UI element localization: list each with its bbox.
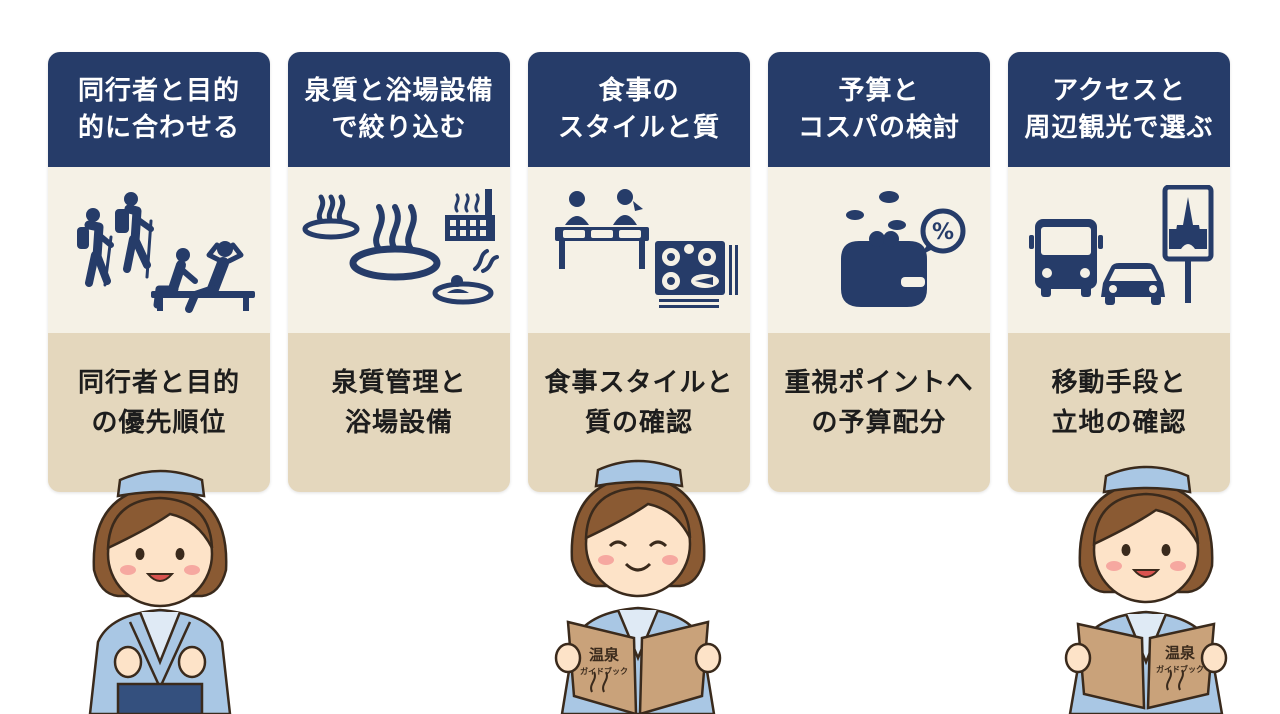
card-access: アクセスと 周辺観光で選ぶ xyxy=(1008,52,1230,492)
card-title: 泉質と浴場設備 で絞り込む xyxy=(288,52,510,167)
card-summary: 泉質管理と 浴場設備 xyxy=(288,333,510,492)
mascot-girl-cheering xyxy=(88,469,232,714)
guidebook-subtitle: ガイドブック xyxy=(580,666,628,676)
card-meal: 食事の スタイルと質 xyxy=(528,52,750,492)
guidebook-title: 温泉 xyxy=(589,646,620,664)
hikers-and-relaxing-people-icon xyxy=(77,192,255,313)
card-summary: 同行者と目的 の優先順位 xyxy=(48,333,270,492)
hot-spring-bath-icon xyxy=(302,189,499,305)
mascot-girl-with-guidebook: 温泉 ガイドブック xyxy=(1064,465,1228,714)
card-icon-panel xyxy=(1008,167,1230,333)
svg-text:%: % xyxy=(932,220,954,245)
card-icon-panel xyxy=(288,167,510,333)
dining-meal-icon xyxy=(555,189,738,308)
card-title: 同行者と目的 的に合わせる xyxy=(48,52,270,167)
card-title: アクセスと 周辺観光で選ぶ xyxy=(1008,52,1230,167)
mascot-girl-with-guidebook: 温泉 ガイドブック xyxy=(554,459,722,714)
card-icon-panel xyxy=(48,167,270,333)
guidebook-subtitle: ガイドブック xyxy=(1156,664,1204,674)
guidebook-title: 温泉 xyxy=(1165,644,1196,662)
card-icon-panel xyxy=(528,167,750,333)
wallet-coins-percent-icon: % xyxy=(841,191,966,307)
card-title: 予算と コスパの検討 xyxy=(768,52,990,167)
card-icon-panel: % xyxy=(768,167,990,333)
card-summary: 移動手段と 立地の確認 xyxy=(1008,333,1230,492)
bus-car-landmark-icon xyxy=(1029,185,1214,305)
card-title: 食事の スタイルと質 xyxy=(528,52,750,167)
card-companions: 同行者と目的 的に合わせる xyxy=(48,52,270,492)
card-summary: 重視ポイントへ の予算配分 xyxy=(768,333,990,492)
card-budget: 予算と コスパの検討 % xyxy=(768,52,990,492)
card-spring-quality: 泉質と浴場設備 で絞り込む xyxy=(288,52,510,492)
